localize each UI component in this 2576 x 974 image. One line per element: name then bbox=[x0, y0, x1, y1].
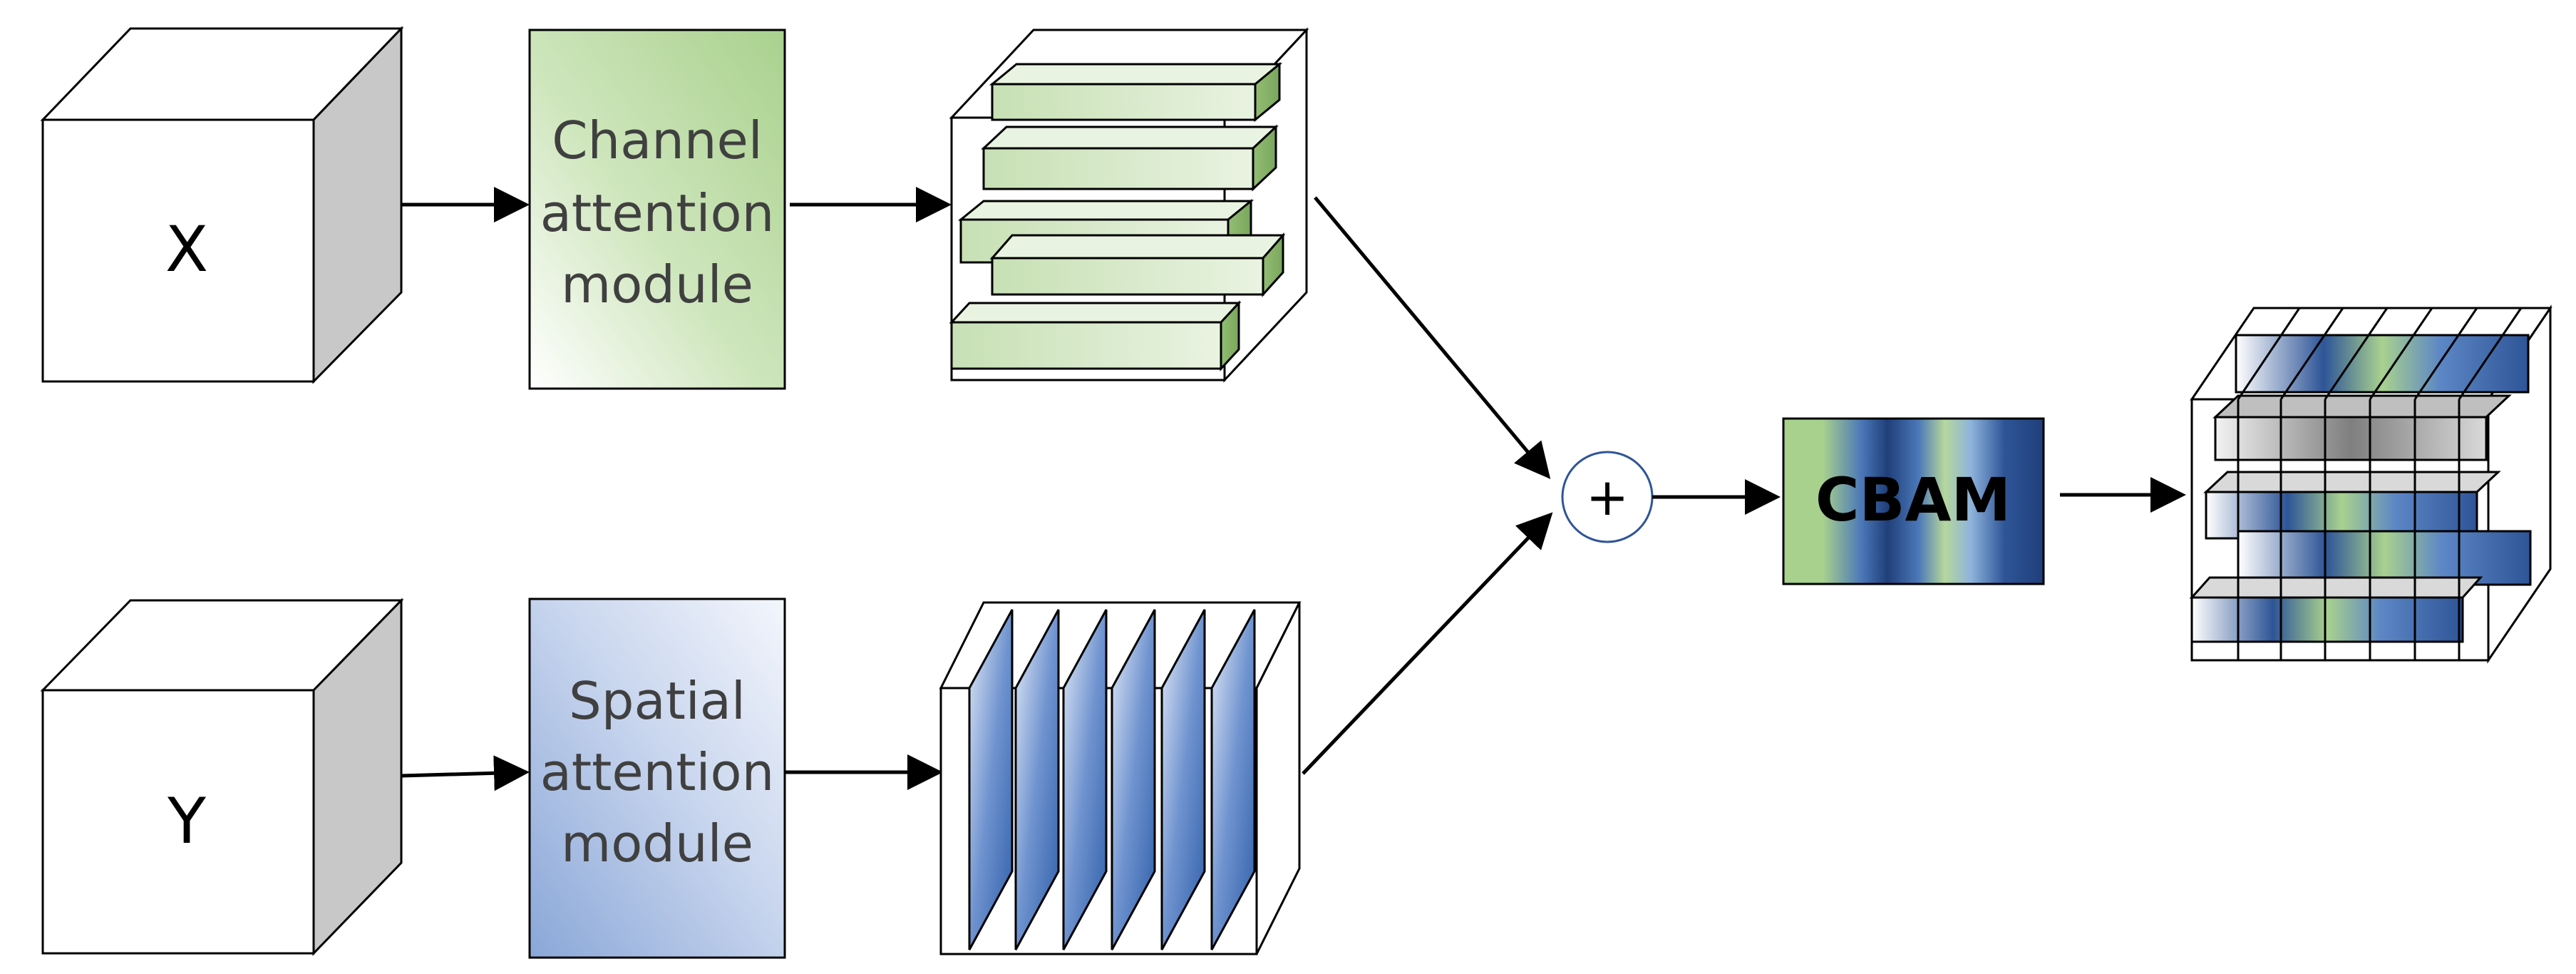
output-feature-cube bbox=[2189, 304, 2552, 664]
arrow-spatial-to-sum bbox=[1302, 512, 1553, 775]
channel-feature-cube bbox=[949, 27, 1309, 383]
cbam-label: CBAM bbox=[1815, 465, 2011, 535]
plus-symbol: + bbox=[1586, 467, 1629, 527]
output-bar-5 bbox=[2189, 576, 2483, 643]
spatial-slice-2 bbox=[1014, 609, 1060, 950]
spatial-slice-1 bbox=[968, 609, 1014, 950]
element-wise-sum-node: + bbox=[1561, 451, 1654, 543]
spatial-module-line2: attention bbox=[540, 742, 774, 802]
arrow-y-to-spatial bbox=[401, 755, 530, 791]
cbam-block: CBAM bbox=[1782, 417, 2045, 585]
channel-bar-2 bbox=[981, 124, 1279, 192]
channel-bar-1 bbox=[989, 61, 1283, 123]
spatial-feature-cube bbox=[939, 601, 1302, 955]
spatial-module-line3: module bbox=[561, 814, 753, 873]
channel-attention-module: Channel attention module bbox=[528, 29, 786, 390]
spatial-slice-5 bbox=[1160, 609, 1206, 950]
output-bar-2 bbox=[2212, 394, 2512, 461]
channel-module-line1: Channel bbox=[552, 111, 763, 170]
channel-bar-4 bbox=[989, 232, 1286, 297]
input-x-label: X bbox=[165, 212, 208, 286]
spatial-slice-4 bbox=[1111, 609, 1156, 950]
channel-module-line2: attention bbox=[540, 183, 774, 243]
input-cube-y: Y bbox=[40, 598, 404, 956]
output-bar-3 bbox=[2203, 471, 2501, 540]
output-grid-lines bbox=[2237, 307, 2523, 660]
channel-module-line3: module bbox=[561, 255, 753, 314]
input-y-label: Y bbox=[167, 784, 206, 858]
spatial-slice-3 bbox=[1062, 609, 1108, 950]
channel-bar-5 bbox=[949, 300, 1242, 371]
spatial-module-line1: Spatial bbox=[569, 671, 746, 731]
arrow-channel-to-sum bbox=[1314, 196, 1551, 479]
output-bar-4 bbox=[2237, 530, 2532, 586]
input-cube-x: X bbox=[40, 26, 404, 384]
spatial-slice-6 bbox=[1210, 609, 1256, 950]
spatial-attention-module: Spatial attention module bbox=[528, 598, 786, 959]
